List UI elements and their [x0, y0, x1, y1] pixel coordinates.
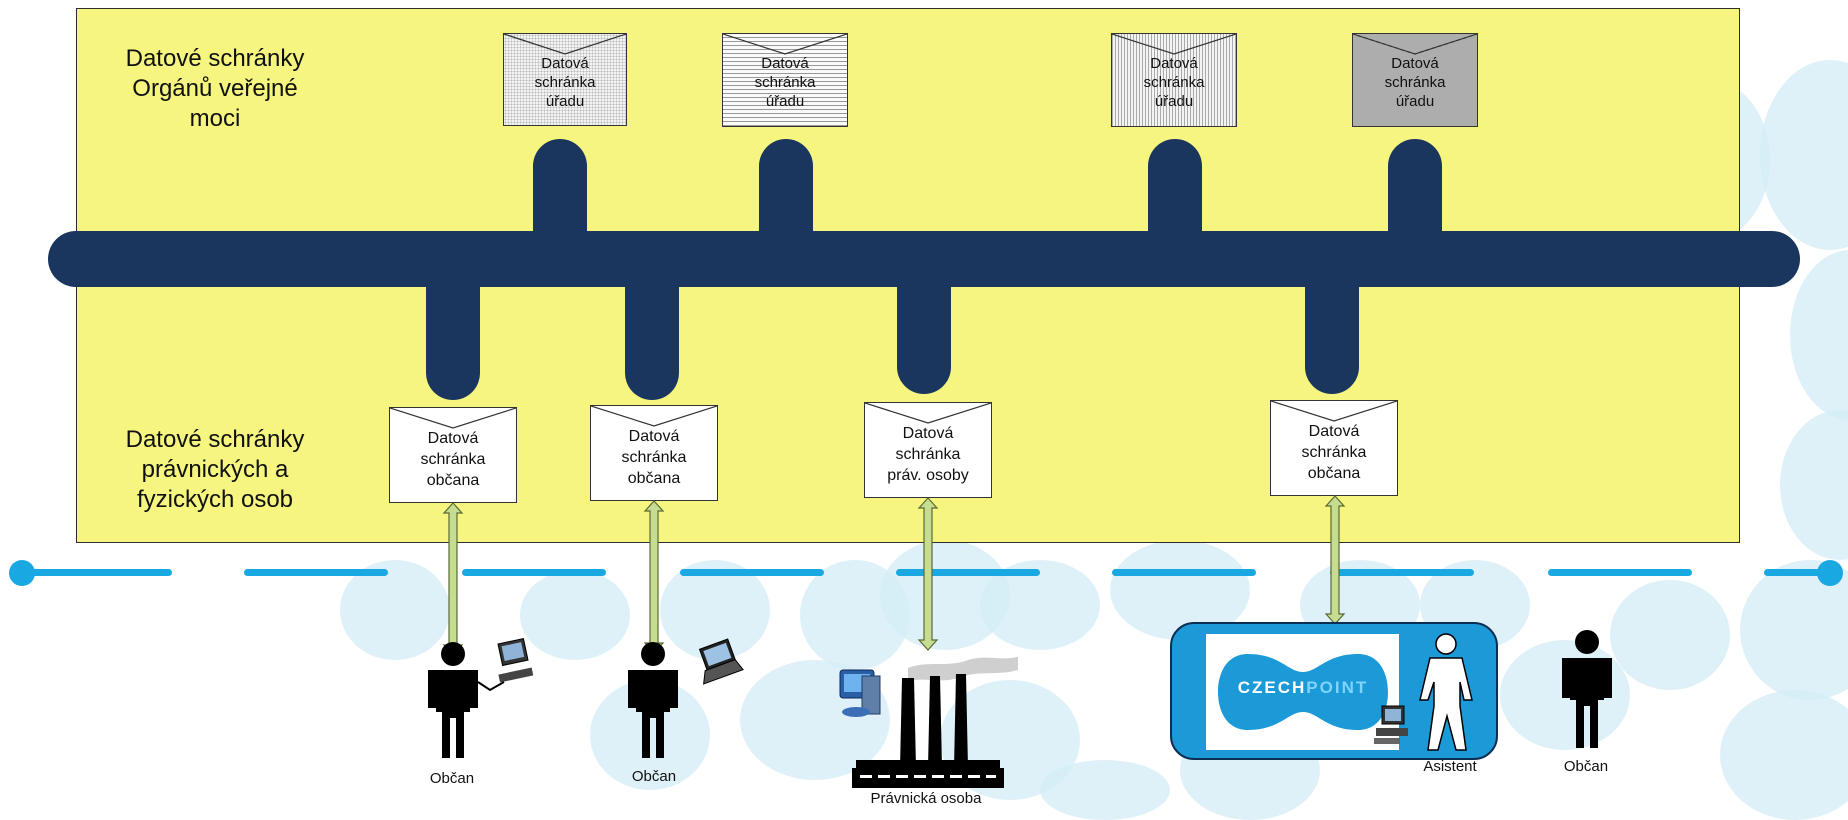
envelope-flap-icon	[865, 403, 991, 425]
factory-icon	[839, 656, 1018, 788]
box-line: Datová	[1150, 55, 1198, 72]
box-line: občana	[1307, 465, 1361, 482]
authority-data-box-2: Datová schránka úřadu	[722, 33, 848, 127]
authority-data-box-3: Datová schránka úřadu	[1111, 33, 1237, 127]
box-line: úřadu	[1154, 93, 1194, 110]
box-line: schránka	[534, 74, 596, 91]
box-line: Datová	[761, 55, 809, 72]
actor-label: Občan	[631, 768, 677, 785]
assistant-figure-icon	[1419, 633, 1473, 751]
actor-label: Asistent	[1423, 758, 1477, 775]
subject-data-box-3: Datová schránka práv. osoby	[864, 402, 992, 498]
subject-data-box-4: Datová schránka občana	[1270, 400, 1398, 496]
subject-connector-1	[426, 270, 480, 400]
envelope-flap-icon	[1112, 34, 1236, 56]
actor-label: Občan	[1563, 758, 1609, 775]
czechpoint-logo: CZECHPOINT	[1206, 634, 1399, 750]
person-with-computer-icon	[428, 638, 534, 758]
envelope-flap-icon	[1271, 401, 1397, 423]
box-line: schránka	[754, 74, 816, 91]
envelope-flap-icon	[1353, 34, 1477, 56]
box-line: schránka	[420, 451, 486, 468]
authority-connector-2	[759, 139, 813, 249]
box-line: občana	[426, 472, 480, 489]
double-arrow-icon	[442, 502, 464, 656]
czechpoint-brand-accent: POINT	[1306, 678, 1369, 697]
box-line: Datová	[541, 55, 589, 72]
actor-label: Právnická osoba	[870, 790, 982, 807]
authority-connector-1	[533, 139, 587, 249]
boundary-endpoint-right	[1817, 560, 1843, 586]
authority-data-box-1: Datová schránka úřadu	[503, 33, 627, 126]
information-system-hub	[48, 231, 1800, 287]
box-line: Datová	[427, 430, 479, 447]
computer-icon	[1374, 705, 1408, 744]
envelope-flap-icon	[504, 34, 626, 56]
box-line: občana	[627, 470, 681, 487]
czechpoint-assistant-icon: CZECHPOINT	[1170, 622, 1498, 760]
envelope-flap-icon	[723, 34, 847, 56]
box-line: Datová	[1308, 423, 1360, 440]
double-arrow-icon	[643, 500, 665, 654]
box-line: schránka	[895, 446, 961, 463]
box-line: Datová	[902, 425, 954, 442]
person-icon	[1562, 630, 1612, 748]
czechpoint-logo-icon	[1218, 654, 1388, 730]
actor-label: Občan	[429, 770, 475, 787]
person-with-laptop-icon	[628, 638, 744, 758]
subject-data-box-1: Datová schránka občana	[389, 407, 517, 503]
subject-connector-4	[1305, 270, 1359, 394]
box-line: úřadu	[1395, 93, 1435, 110]
envelope-flap-icon	[390, 408, 516, 430]
subjects-section-label: Datové schránky právnických a fyzických …	[125, 426, 305, 513]
subject-connector-3	[897, 270, 951, 394]
authority-data-box-4: Datová schránka úřadu	[1352, 33, 1478, 127]
authorities-section-label: Datové schránky Orgánů veřejné moci	[125, 45, 305, 132]
box-line: schránka	[1384, 74, 1446, 91]
box-line: schránka	[1143, 74, 1205, 91]
subject-connector-2	[625, 270, 679, 400]
box-line: Datová	[628, 428, 680, 445]
double-arrow-icon	[917, 497, 939, 651]
box-line: úřadu	[545, 93, 585, 110]
box-line: práv. osoby	[887, 467, 969, 484]
box-line: úřadu	[765, 93, 805, 110]
double-arrow-icon	[1324, 495, 1346, 625]
box-line: schránka	[621, 449, 687, 466]
authority-connector-4	[1388, 139, 1442, 249]
authority-connector-3	[1148, 139, 1202, 249]
box-line: schránka	[1301, 444, 1367, 461]
subject-data-box-2: Datová schránka občana	[590, 405, 718, 501]
box-line: Datová	[1391, 55, 1439, 72]
czechpoint-brand-main: CZECH	[1237, 678, 1307, 697]
envelope-flap-icon	[591, 406, 717, 428]
